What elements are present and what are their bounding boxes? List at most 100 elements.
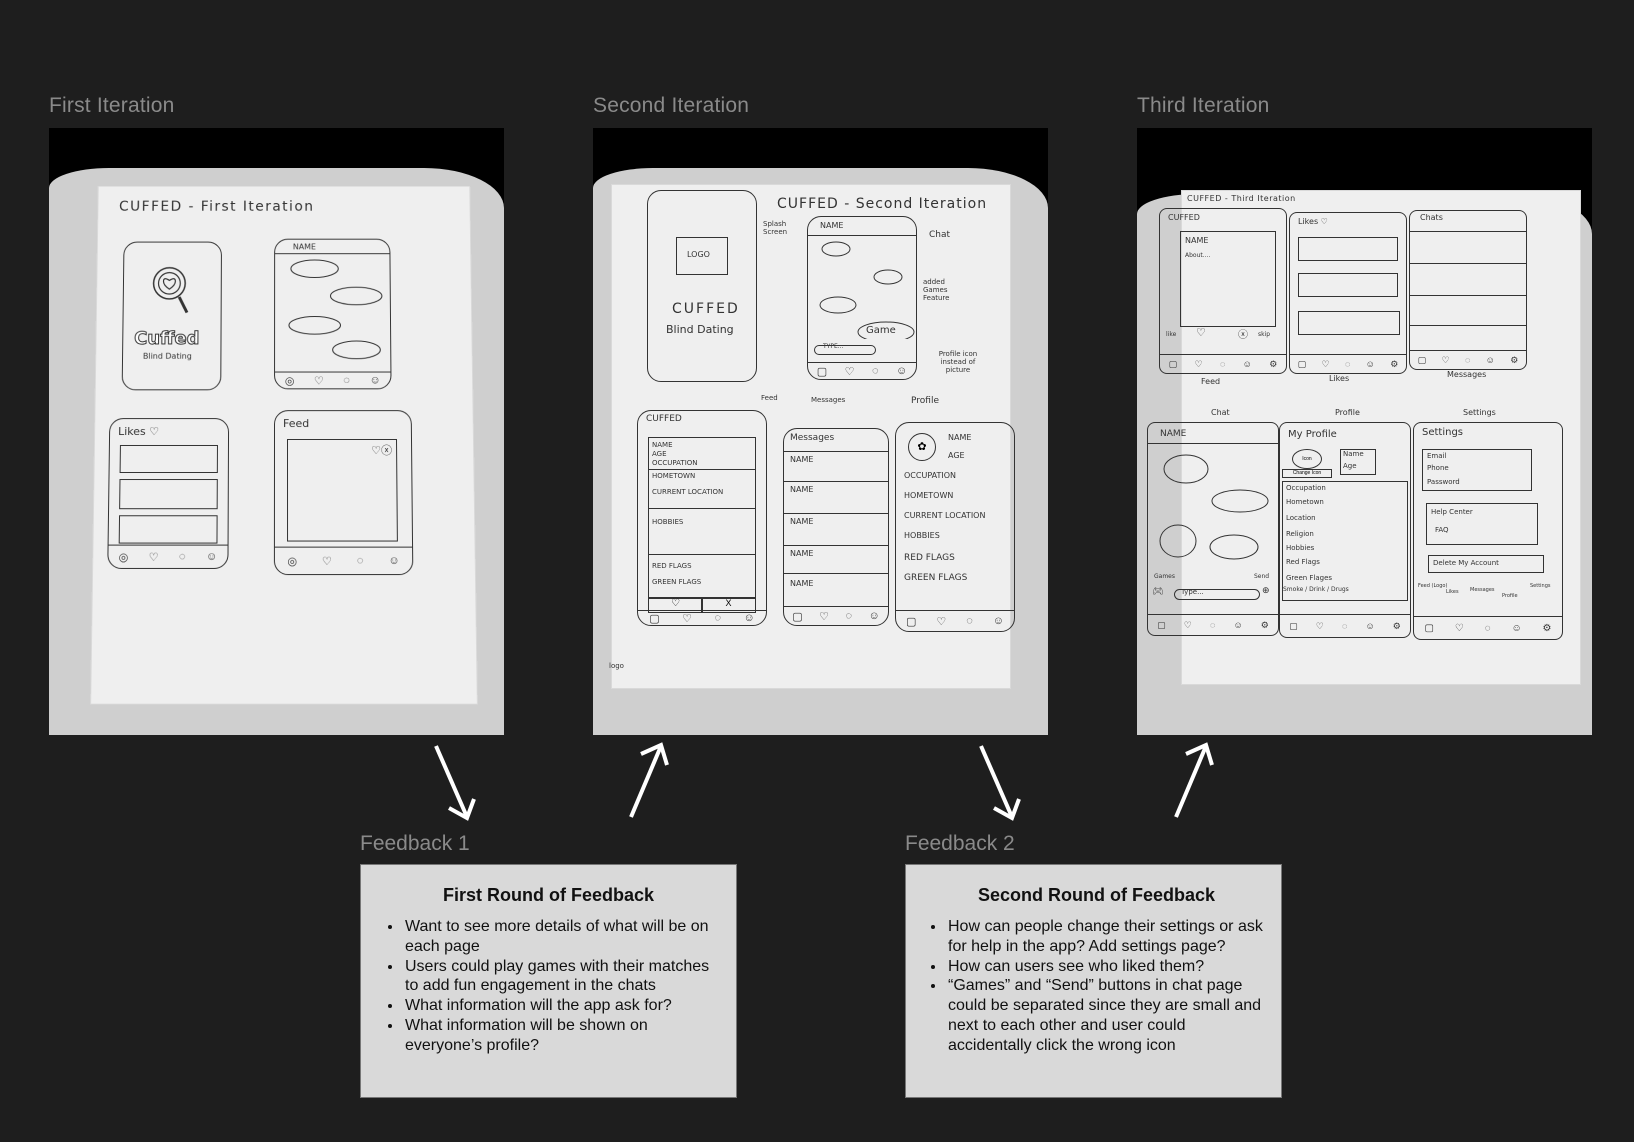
sheet-title: CUFFED - First Iteration <box>118 199 315 215</box>
field-red-flags: RED FLAGS <box>652 562 692 570</box>
profile-icon: ☺ <box>868 610 880 622</box>
feed-screen-sketch: CUFFED NAME About.... like ♡ ⓧ skip ▢♡◌☺… <box>1159 208 1287 374</box>
like-annotation: like <box>1166 331 1177 338</box>
feed-icon: ▢ <box>1157 619 1166 630</box>
chat-bubble-icon: ◌ <box>871 365 879 377</box>
field-location: Location <box>1286 514 1316 522</box>
heart-icon: ♡ <box>148 551 159 564</box>
field-green-flags: GREEN FLAGS <box>652 578 702 586</box>
feedback-1-label: Feedback 1 <box>360 832 470 855</box>
field-hometown: HOMETOWN <box>652 472 696 480</box>
profile-avatar-icon: ✿ <box>908 433 936 461</box>
setting-password: Password <box>1427 478 1460 486</box>
first-iteration-sketch-photo[interactable]: CUFFED - First Iteration Cuffed Blind Da… <box>49 128 504 735</box>
field-red-flags: Red Flags <box>1286 558 1320 566</box>
profile-icon: ☺ <box>388 554 400 567</box>
profile-age: Age <box>1343 462 1357 470</box>
sketch-paper: CUFFED - Third Iteration CUFFED NAME Abo… <box>1147 190 1581 685</box>
profile-screen-sketch: ✿ NAME AGE OCCUPATION HOMETOWN CURRENT L… <box>895 422 1015 632</box>
heart-icon: ♡ <box>819 610 829 623</box>
divider <box>1410 325 1526 326</box>
sheet-title: CUFFED - Third Iteration <box>1187 194 1296 203</box>
feedback-1-title: First Round of Feedback <box>442 885 655 905</box>
chats-screen-sketch: Chats ▢♡◌☺⚙ <box>1409 210 1527 370</box>
feed-profile-card: NAME AGE OCCUPATION HOMETOWN CURRENT LOC… <box>648 437 756 599</box>
logo-placeholder: LOGO <box>676 237 728 275</box>
divider <box>1410 295 1526 296</box>
field-name: NAME <box>652 441 673 449</box>
sketch-paper: CUFFED - Second Iteration LOGO CUFFED Bl… <box>609 184 1015 689</box>
profile-screen-sketch: My Profile Icon Change Icon Name Age Occ… <box>1279 422 1411 638</box>
messages-screen-sketch: Messages NAME NAME NAME NAME NAME ▢♡◌☺ <box>783 428 889 626</box>
chat-screen-sketch: NAME Games Send 🎮︎ Type... ⊕ ▢♡◌☺⚙ <box>1147 422 1279 636</box>
gear-icon: ⚙ <box>1390 358 1399 369</box>
heart-icon: ♡ <box>1454 622 1464 634</box>
bottom-nav: ◎♡◌☺ <box>108 544 228 568</box>
caption-likes: Likes <box>1329 374 1350 383</box>
chat-bubble-icon: ◌ <box>1209 620 1216 630</box>
profile-icon: ☺ <box>1511 622 1522 634</box>
feed-icon: ▢ <box>1417 354 1427 365</box>
splash-screen-sketch: LOGO CUFFED Blind Dating <box>647 190 757 382</box>
legend-profile: Profile <box>1502 593 1518 599</box>
feed-icon: ◎ <box>118 551 129 564</box>
field-hometown: Hometown <box>1286 498 1324 506</box>
heart-icon: ♡ <box>1194 358 1203 369</box>
field-current-location: CURRENT LOCATION <box>904 511 986 520</box>
profile-name: Name <box>1343 450 1364 458</box>
field-age: AGE <box>652 450 667 458</box>
setting-faq: FAQ <box>1435 526 1449 534</box>
second-iteration-sketch-photo[interactable]: CUFFED - Second Iteration LOGO CUFFED Bl… <box>593 128 1048 735</box>
chat-bubble-icon: ◌ <box>343 374 350 387</box>
feedback-item: Want to see more details of what will be… <box>403 917 714 957</box>
heart-icon: ♡ <box>321 555 332 568</box>
gear-icon: ⚙ <box>1269 358 1278 369</box>
change-icon-button-sketch: Change Icon <box>1282 469 1332 478</box>
bottom-nav: ◎♡◌☺ <box>275 371 391 389</box>
chat-screen-sketch: NAME Game TYPE... ▢♡◌☺ <box>807 216 917 380</box>
chat-bubble-icon: ◌ <box>1484 622 1491 634</box>
third-iteration-sketch-photo[interactable]: CUFFED - Third Iteration CUFFED NAME Abo… <box>1137 128 1592 735</box>
annotation-messages: Messages <box>811 396 846 404</box>
profile-icon: ☺ <box>205 550 218 563</box>
profile-icon: ☺ <box>1365 621 1375 631</box>
account-settings-box: Email Phone Password <box>1422 449 1532 491</box>
feed-icon: ▢ <box>1424 622 1434 634</box>
likes-title: Likes ♡ <box>118 425 160 439</box>
sheet-title: CUFFED - Second Iteration <box>777 196 988 212</box>
like-card <box>118 515 218 544</box>
feedback-item: How can people change their settings or … <box>946 917 1267 957</box>
games-annotation: Games <box>1154 573 1175 580</box>
field-smoke-drink-drugs: Smoke / Drink / Drugs <box>1283 586 1349 593</box>
feedback-item: How can users see who liked them? <box>946 957 1267 977</box>
bottom-nav: ▢♡◌☺⚙ <box>1280 614 1410 637</box>
legend-feed: Feed (Logo) <box>1418 583 1448 589</box>
likes-header: Likes ♡ <box>1298 217 1328 226</box>
chat-input-placeholder: Type... <box>1181 588 1204 596</box>
divider <box>649 554 755 555</box>
feedback-2-card: Second Round of Feedback How can people … <box>905 864 1282 1098</box>
annotation-splash: Splash Screen <box>763 220 788 236</box>
message-bubbles-icon <box>819 241 915 339</box>
divider <box>784 545 888 546</box>
bottom-nav: ▢♡◌☺⚙ <box>1410 350 1526 369</box>
like-row <box>1298 237 1398 261</box>
like-row <box>1298 311 1400 335</box>
caption-feed: Feed <box>1201 377 1221 386</box>
chat-header-name: NAME <box>1160 429 1187 439</box>
feed-header: CUFFED <box>646 414 682 424</box>
profile-icon: ☺ <box>992 615 1004 627</box>
field-occupation: OCCUPATION <box>904 471 957 480</box>
bottom-nav: ◎♡◌☺ <box>274 546 413 575</box>
bottom-nav: ▢♡◌☺⚙ <box>1414 616 1562 639</box>
magnifier-heart-logo-icon <box>149 264 195 319</box>
message-bubbles-icon <box>275 255 390 363</box>
likes-screen-sketch: Likes ♡ ▢♡◌☺⚙ <box>1289 212 1407 374</box>
heart-icon: ♡ <box>1441 354 1450 365</box>
like-button-sketch: ♡ <box>648 597 703 613</box>
feedback-2-title: Second Round of Feedback <box>977 885 1216 905</box>
divider <box>784 481 888 482</box>
heart-icon: ♡ <box>1315 620 1324 631</box>
game-bubble-label: Game <box>866 325 896 336</box>
third-iteration-label: Third Iteration <box>1137 94 1270 117</box>
